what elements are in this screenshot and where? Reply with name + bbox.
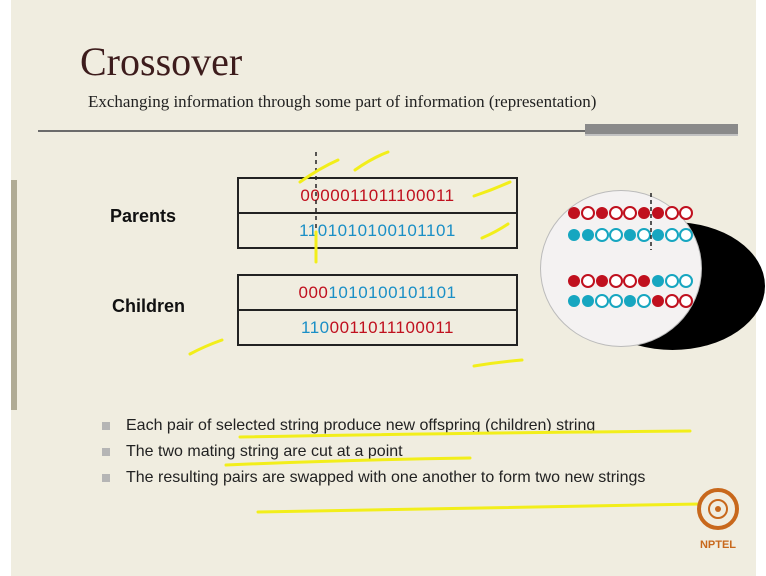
parent-2-tail: 1010100101101 — [327, 221, 456, 240]
crossover-disc — [540, 190, 702, 347]
bullet-square-icon — [102, 474, 110, 482]
nptel-wheel-center — [715, 506, 721, 512]
parents-table: 0000011011100011 1101010100101101 — [237, 177, 518, 249]
bullet-item: The two mating string are cut at a point — [102, 442, 742, 462]
parents-label: Parents — [110, 206, 177, 226]
bullet-square-icon — [102, 422, 110, 430]
slide-subtitle: Exchanging information through some part… — [88, 92, 597, 111]
parent-2-head: 110 — [299, 221, 328, 240]
bullet-text: The resulting pairs are swapped with one… — [126, 469, 646, 486]
slide-title: Crossover — [80, 39, 243, 84]
children-label: Children — [112, 296, 186, 316]
parent-string-1: 0000011011100011 — [239, 179, 516, 212]
child-1-tail: 1010100101101 — [328, 283, 457, 302]
bullet-square-icon — [102, 448, 110, 456]
highlighter-stroke — [353, 150, 390, 172]
children-table: 0001010100101101 1100011011100011 — [237, 274, 518, 346]
child-string-2: 1100011011100011 — [239, 309, 516, 344]
nptel-logo-text: NPTEL — [700, 539, 736, 551]
highlighter-stroke — [472, 358, 524, 368]
parent-1-tail: 0011011100011 — [330, 186, 455, 205]
nptel-wheel-rim — [697, 488, 739, 530]
child-2-tail: 0011011100011 — [329, 318, 454, 337]
left-border — [0, 0, 11, 576]
bullet-item: The resulting pairs are swapped with one… — [102, 468, 742, 488]
parent-string-2: 1101010100101101 — [239, 212, 516, 247]
parent-1-head: 000 — [300, 186, 331, 205]
bullet-text: The two mating string are cut at a point — [126, 443, 403, 460]
highlighter-stroke — [188, 338, 224, 356]
child-string-1: 0001010100101101 — [239, 276, 516, 309]
side-marker — [11, 180, 17, 410]
child-2-head: 110 — [301, 318, 330, 337]
highlighter-stroke — [256, 502, 702, 514]
title-rule — [38, 130, 738, 132]
title-rule-bar — [585, 124, 738, 136]
child-1-head: 000 — [298, 283, 329, 302]
nptel-logo: NPTEL — [697, 488, 739, 551]
bullet-item: Each pair of selected string produce new… — [102, 416, 742, 436]
bullet-text: Each pair of selected string produce new… — [126, 417, 596, 434]
bullet-list: Each pair of selected string produce new… — [102, 416, 742, 494]
